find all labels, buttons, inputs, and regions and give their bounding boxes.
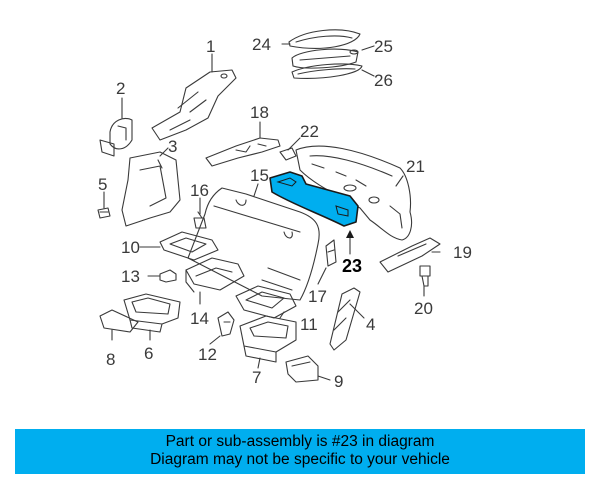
- callout-18: 18: [250, 103, 269, 122]
- callout-17: 17: [308, 287, 327, 306]
- part-7: [239, 315, 297, 363]
- part-10: [159, 231, 219, 261]
- callout-19: 19: [453, 243, 472, 262]
- callout-25: 25: [374, 37, 393, 56]
- callout-21: 21: [406, 157, 425, 176]
- leader-lines: [103, 43, 441, 381]
- part-11: [235, 285, 297, 319]
- callout-3: 3: [168, 137, 177, 156]
- part-2: [99, 117, 133, 157]
- callout-14: 14: [190, 309, 209, 328]
- part-1: [151, 69, 237, 141]
- callout-12: 12: [198, 345, 217, 364]
- callout-24: 24: [252, 35, 271, 54]
- callout-26: 26: [374, 71, 393, 90]
- part-26: [291, 63, 363, 79]
- callout-labels: 24 25 26 1 2 18 22 3 21 5 15 16 10 19 23…: [98, 35, 472, 391]
- part-15: [187, 187, 320, 301]
- part-12: [217, 311, 235, 337]
- part-23-arrow: [346, 230, 354, 238]
- callout-20: 20: [414, 299, 433, 318]
- callout-11: 11: [300, 315, 318, 334]
- callout-4: 4: [366, 315, 375, 334]
- callout-10: 10: [121, 238, 140, 257]
- parts-diagram-svg: 24 25 26 1 2 18 22 3 21 5 15 16 10 19 23…: [97, 29, 472, 391]
- part-24: [288, 29, 361, 49]
- callout-9: 9: [334, 372, 343, 391]
- part-20: [419, 265, 431, 287]
- callout-8: 8: [106, 350, 115, 369]
- callout-23: 23: [342, 256, 362, 276]
- part-8: [99, 309, 139, 333]
- part-23-highlight[interactable]: [269, 171, 359, 227]
- part-9: [285, 355, 319, 383]
- callout-15: 15: [250, 166, 269, 185]
- banner-line-1: Part or sub-assembly is #23 in diagram: [165, 433, 435, 450]
- callout-22: 22: [300, 122, 319, 141]
- part-4: [329, 287, 361, 351]
- banner-line-2: Diagram may not be specific to your vehi…: [150, 451, 450, 468]
- part-6: [123, 293, 181, 333]
- part-14: [185, 257, 245, 293]
- part-5: [97, 207, 111, 219]
- part-13: [159, 269, 177, 283]
- callout-7: 7: [252, 368, 261, 387]
- part-19: [379, 237, 441, 273]
- callout-5: 5: [98, 175, 107, 194]
- part-18: [205, 137, 281, 167]
- callout-16: 16: [190, 181, 209, 200]
- callout-6: 6: [144, 344, 153, 363]
- part-16: [193, 211, 207, 229]
- part-17: [325, 239, 337, 267]
- info-banner: Part or sub-assembly is #23 in diagram D…: [15, 429, 585, 474]
- callout-13: 13: [121, 267, 140, 286]
- callout-1: 1: [206, 37, 215, 56]
- part-3: [121, 151, 181, 227]
- callout-2: 2: [116, 79, 125, 98]
